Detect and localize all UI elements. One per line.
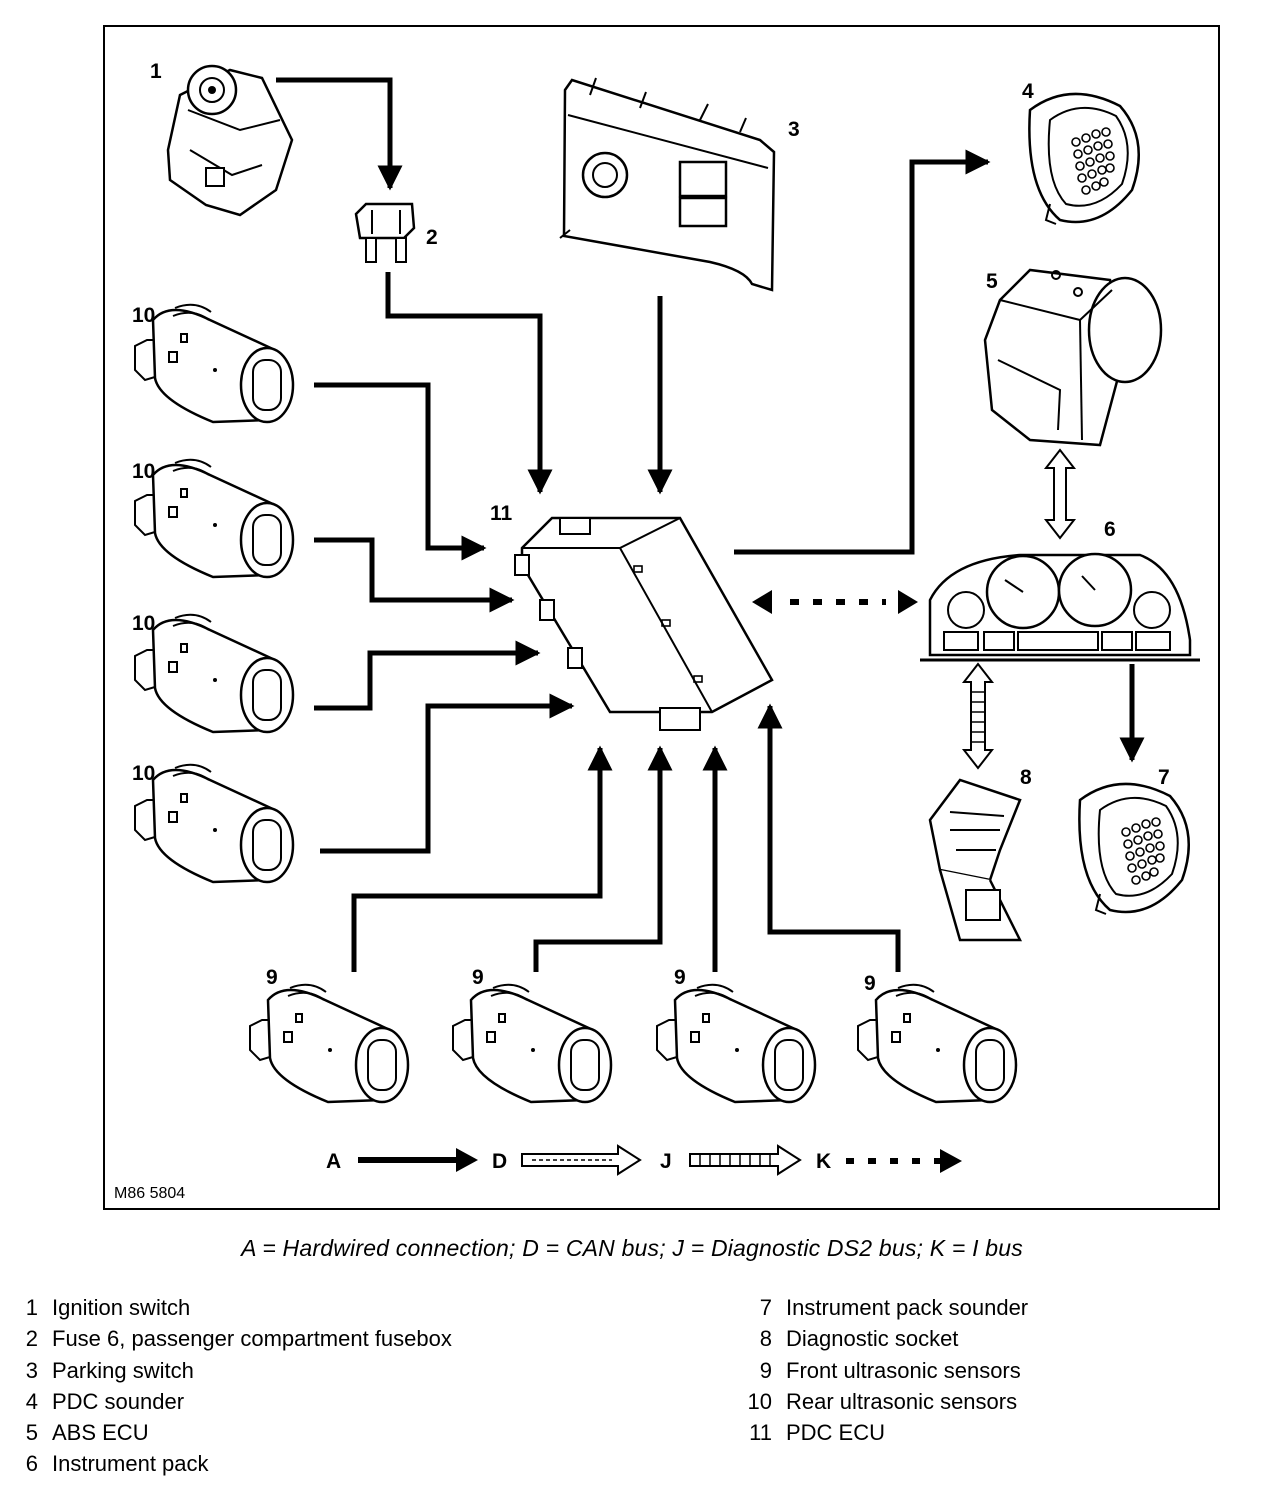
wire-rear-sensor-1 xyxy=(314,382,487,561)
label-6: 6 xyxy=(1104,518,1116,541)
rear-ultrasonic-sensor-1 xyxy=(133,303,295,424)
wire-fuse-to-ecu xyxy=(385,272,553,495)
parking-switch-illustration xyxy=(559,77,776,292)
wire-ignition-to-fuse xyxy=(276,77,403,191)
component-labels: 1 2 3 4 5 6 7 8 9 9 9 9 10 10 10 10 11 xyxy=(132,60,1170,995)
label-10a: 10 xyxy=(132,304,155,327)
front-ultrasonic-sensor-3 xyxy=(655,983,817,1104)
rear-ultrasonic-sensor-3 xyxy=(133,613,295,734)
key-letter-a: A xyxy=(326,1150,341,1173)
label-3: 3 xyxy=(788,118,800,141)
pdc-ecu-illustration xyxy=(514,516,774,731)
wire-front-sensor-2 xyxy=(533,745,673,972)
fuse-illustration xyxy=(354,202,416,263)
ds2-bus-connection xyxy=(961,662,995,770)
wire-rear-sensor-2 xyxy=(314,537,515,613)
label-11: 11 xyxy=(490,502,513,525)
label-8: 8 xyxy=(1020,766,1032,789)
label-9d: 9 xyxy=(864,972,876,995)
key-letter-d: D xyxy=(492,1150,507,1173)
instrument-pack-illustration xyxy=(920,552,1200,662)
label-2: 2 xyxy=(426,226,438,249)
rear-ultrasonic-sensor-4 xyxy=(133,763,295,884)
key-letter-k: K xyxy=(816,1150,831,1173)
label-10d: 10 xyxy=(132,762,155,785)
label-9c: 9 xyxy=(674,966,686,989)
i-bus-connection xyxy=(752,590,918,614)
wire-ecu-to-pdc-sounder xyxy=(734,149,991,555)
wire-rear-sensor-3 xyxy=(314,640,541,711)
label-10b: 10 xyxy=(132,460,155,483)
can-bus-connection xyxy=(1043,448,1077,540)
label-7: 7 xyxy=(1158,766,1170,789)
front-ultrasonic-sensor-1 xyxy=(248,983,410,1104)
hardwired-connections xyxy=(276,77,1145,972)
label-4: 4 xyxy=(1022,80,1034,103)
instrument-pack-sounder-illustration xyxy=(1078,782,1190,916)
label-10c: 10 xyxy=(132,612,155,635)
diagnostic-socket-illustration xyxy=(928,778,1023,942)
abs-ecu-illustration xyxy=(983,268,1163,447)
rear-ultrasonic-sensor-2 xyxy=(133,458,295,579)
wire-rear-sensor-4 xyxy=(320,693,575,854)
diagram-caption: A = Hardwired connection; D = CAN bus; J… xyxy=(241,1235,1023,1261)
key-letter-j: J xyxy=(660,1150,672,1173)
label-9b: 9 xyxy=(472,966,484,989)
wire-front-sensor-4 xyxy=(757,703,901,972)
wire-front-sensor-1 xyxy=(351,745,613,972)
reference-code: M86 5804 xyxy=(114,1185,185,1202)
front-ultrasonic-sensor-4 xyxy=(856,983,1018,1104)
pdc-system-diagram: A D J K 1 2 3 4 5 6 7 8 9 9 9 9 10 10 10… xyxy=(114,60,1200,1202)
diagram-frame xyxy=(103,25,1220,1210)
front-ultrasonic-sensor-2 xyxy=(451,983,613,1104)
label-5: 5 xyxy=(986,270,998,293)
label-9a: 9 xyxy=(266,966,278,989)
ignition-switch-illustration xyxy=(166,64,294,217)
line-key: A D J K xyxy=(326,1144,962,1176)
label-1: 1 xyxy=(150,60,162,83)
pdc-sounder-illustration xyxy=(1028,92,1140,226)
